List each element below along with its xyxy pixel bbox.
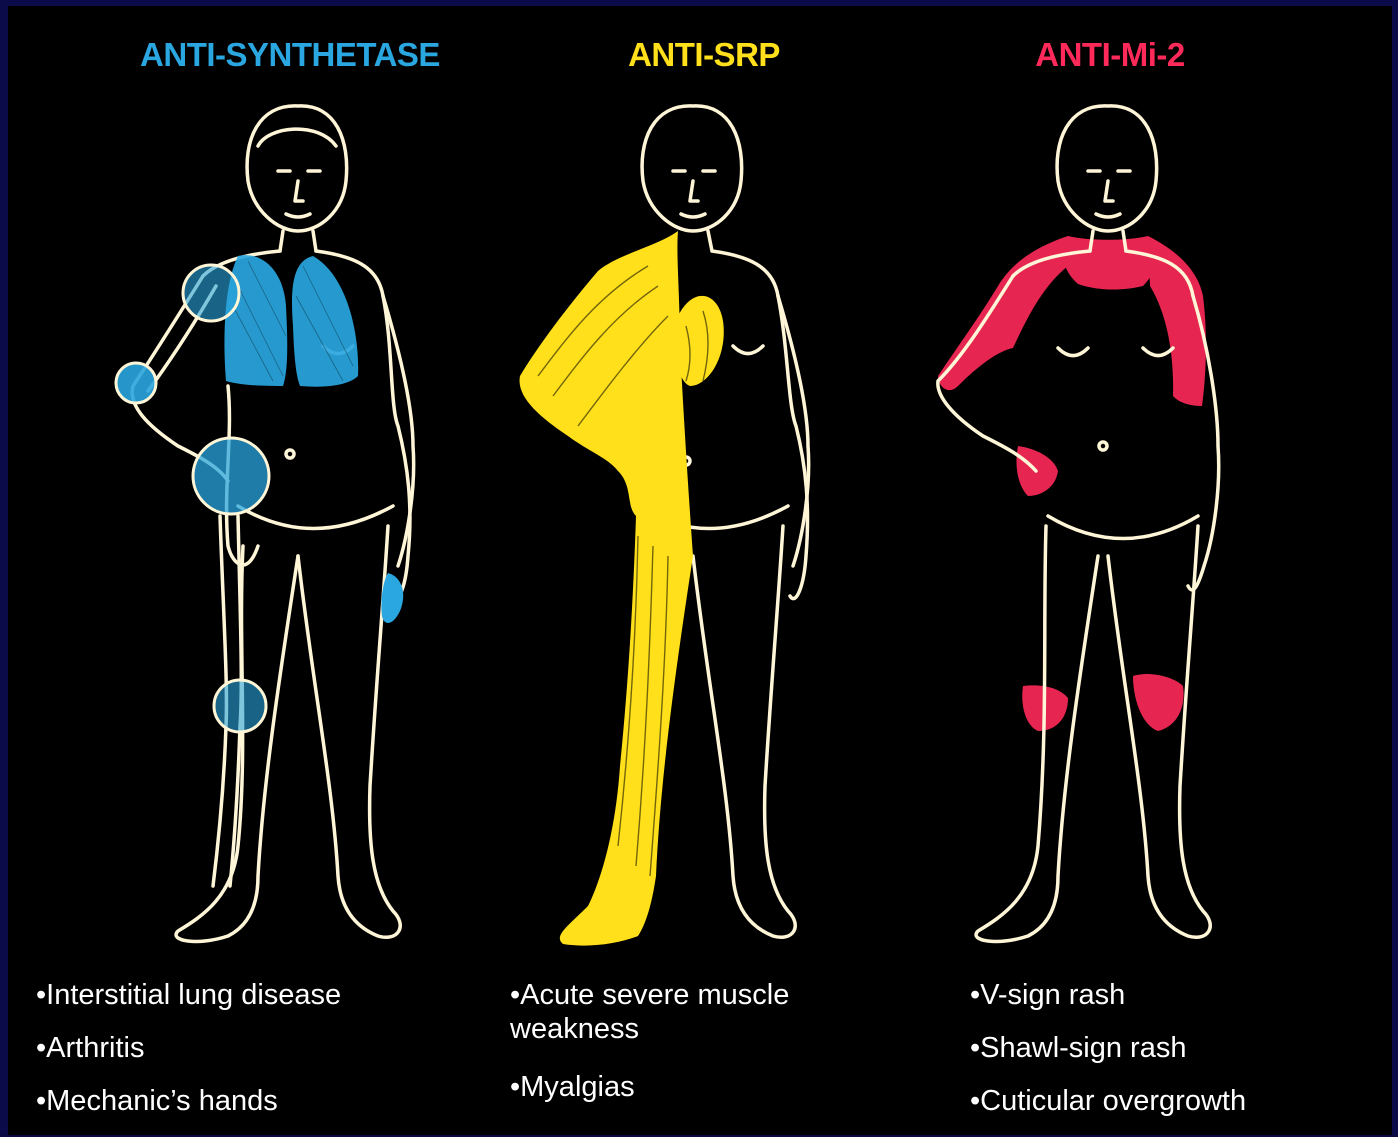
- list-item: •V-sign rash: [970, 978, 1246, 1012]
- list-item: •Interstitial lung disease: [36, 978, 341, 1012]
- figure-anti-mi2: [918, 86, 1238, 956]
- list-anti-srp: •Acute severe muscle weakness •Myalgias: [510, 978, 850, 1123]
- list-anti-mi2: •V-sign rash •Shawl-sign rash •Cuticular…: [970, 978, 1246, 1137]
- list-item: •Shawl-sign rash: [970, 1031, 1246, 1065]
- list-item: •Arthritis: [36, 1031, 341, 1065]
- panel-title-anti-srp: ANTI-SRP: [494, 36, 914, 74]
- list-anti-synthetase: •Interstitial lung disease •Arthritis •M…: [36, 978, 341, 1137]
- list-item: •Cuticular overgrowth: [970, 1084, 1246, 1118]
- panel-title-anti-synthetase: ANTI-SYNTHETASE: [80, 36, 500, 74]
- figure-anti-synthetase: [108, 86, 428, 956]
- list-item: •Acute severe muscle weakness: [510, 978, 850, 1046]
- panel-title-anti-mi2: ANTI-Mi-2: [900, 36, 1320, 74]
- list-item: •Myalgias: [510, 1070, 850, 1104]
- list-item: •Mechanic’s hands: [36, 1084, 341, 1118]
- figure-anti-srp: [508, 86, 828, 956]
